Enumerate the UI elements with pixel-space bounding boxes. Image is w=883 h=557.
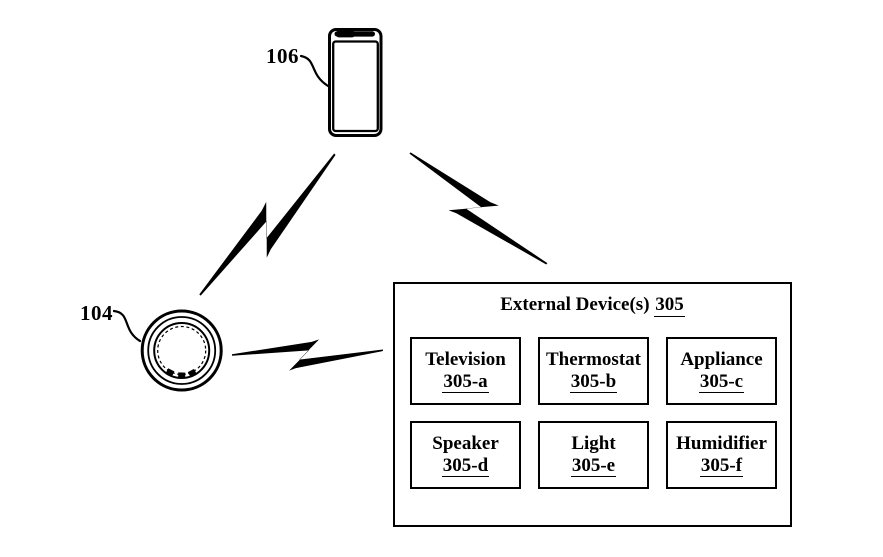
external-devices-title: External Device(s) 305 <box>395 294 790 317</box>
device-box-speaker: Speaker 305-d <box>410 421 521 489</box>
device-box-humidifier: Humidifier 305-f <box>666 421 777 489</box>
device-name: Thermostat <box>546 348 641 370</box>
device-name: Humidifier <box>676 432 767 454</box>
device-ref: 305-b <box>569 370 618 394</box>
device-box-television: Television 305-a <box>410 337 521 405</box>
phone-ref-label: 106 <box>266 44 299 68</box>
wireless-bolt-ring-phone-icon <box>199 153 336 296</box>
device-box-thermostat: Thermostat 305-b <box>538 337 649 405</box>
device-grid: Television 305-a Thermostat 305-b Applia… <box>410 337 777 489</box>
device-box-appliance: Appliance 305-c <box>666 337 777 405</box>
device-box-light: Light 305-e <box>538 421 649 489</box>
leader-line-106 <box>299 54 330 88</box>
device-name: Appliance <box>680 348 763 370</box>
smart-ring-icon <box>140 309 223 392</box>
leader-line-104 <box>112 309 142 343</box>
device-name: Television <box>425 348 506 370</box>
wireless-bolt-ring-devices-icon <box>231 339 383 371</box>
device-name: Light <box>571 432 616 454</box>
ring-ref-label: 104 <box>80 301 113 325</box>
device-ref: 305-c <box>698 370 745 394</box>
device-name: Speaker <box>432 432 499 454</box>
wireless-bolt-phone-devices-icon <box>409 152 548 265</box>
device-ref: 305-d <box>441 454 490 478</box>
device-ref: 305-e <box>570 454 617 478</box>
external-devices-panel: External Device(s) 305 Television 305-a … <box>393 282 792 527</box>
device-ref: 305-f <box>699 454 744 478</box>
device-ref: 305-a <box>442 370 489 394</box>
smartphone-icon <box>328 28 383 137</box>
external-devices-title-ref: 305 <box>654 294 685 317</box>
external-devices-title-text: External Device(s) <box>500 294 650 315</box>
ring-sensor-bumps <box>165 368 197 378</box>
